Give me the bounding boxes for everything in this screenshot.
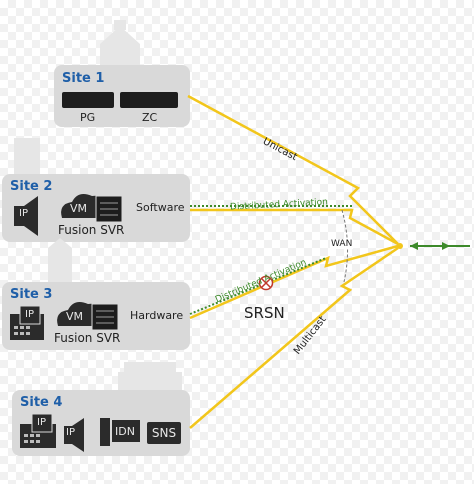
- site-2-title: Site 2: [10, 179, 53, 194]
- distributed-activation-links: [189, 205, 352, 315]
- arrow-icon: [410, 242, 470, 250]
- site-4-phone-ip-label: IP: [37, 417, 46, 428]
- site-4-idn-label: IDN: [115, 425, 135, 438]
- zc-label: ZC: [142, 111, 158, 124]
- speaker-icon: [14, 196, 38, 236]
- hardware-link: [189, 244, 399, 320]
- site-3-link-label: Hardware: [130, 309, 184, 322]
- site-3-ip-label: IP: [25, 309, 34, 320]
- site-4-speaker-ip-label: IP: [66, 427, 75, 438]
- site-2-server-name: Fusion SVR: [58, 223, 125, 237]
- wan-label: WAN: [330, 239, 354, 249]
- pg-label: PG: [80, 111, 96, 124]
- building-icon: [48, 238, 72, 286]
- site-4-sns-tile: SNS: [147, 422, 181, 444]
- pg-device-icon: [62, 92, 114, 108]
- site-4-sns-label: SNS: [151, 426, 177, 440]
- srsn-label: SRSN: [244, 304, 285, 322]
- site-2-link-label: Software: [136, 201, 185, 214]
- speaker-icon: [64, 418, 84, 452]
- server-icon: [91, 303, 119, 331]
- site-3-server-name: Fusion SVR: [54, 331, 121, 345]
- server-icon: [95, 195, 123, 223]
- site-2-ip-label: IP: [19, 208, 28, 219]
- wan-links: [187, 94, 399, 429]
- computer-icon: [100, 418, 140, 446]
- site-1-title: Site 1: [62, 71, 105, 86]
- building-icon: [118, 362, 182, 394]
- site-3-vm-label: VM: [66, 310, 84, 323]
- phone-icon: [10, 305, 44, 340]
- phone-icon: [20, 413, 56, 448]
- software-link: [190, 208, 399, 246]
- building-icon: [14, 138, 40, 178]
- site-4-title: Site 4: [20, 395, 63, 410]
- wan-hub: [397, 243, 403, 249]
- zc-device-icon: [120, 92, 178, 108]
- multicast-link: [189, 246, 399, 429]
- srsn-marker-icon: [258, 275, 274, 291]
- site-2-vm-label: VM: [70, 202, 88, 215]
- unicast-link: [187, 94, 399, 245]
- site-3-title: Site 3: [10, 287, 53, 302]
